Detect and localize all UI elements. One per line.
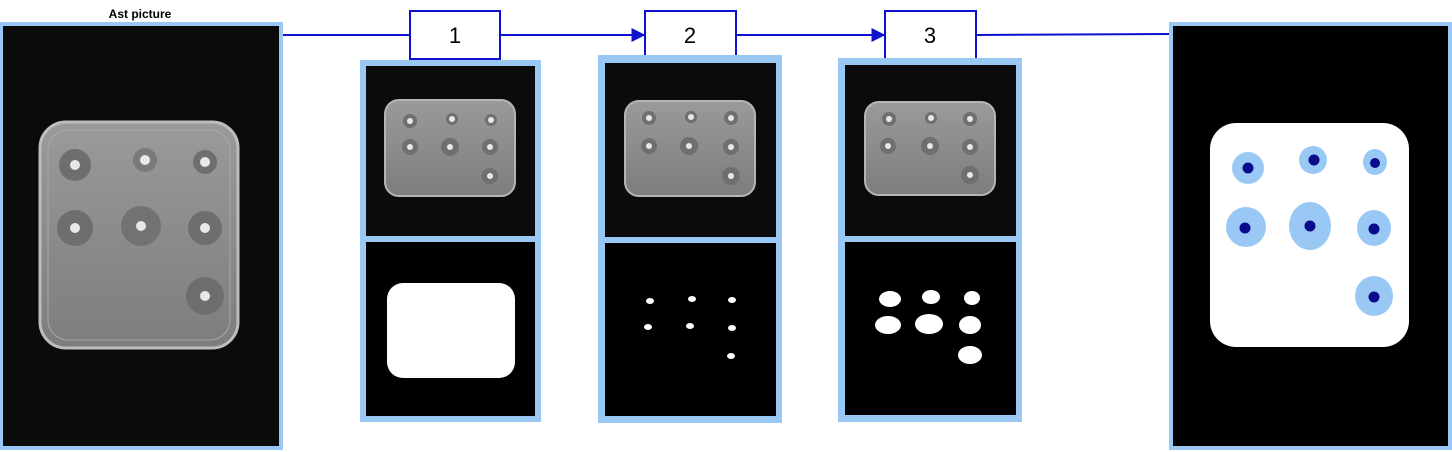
step-label-3: 3 <box>924 23 936 48</box>
step-box-3: 3 <box>884 10 977 60</box>
antibiotic-disks <box>57 148 224 315</box>
inhibition-zones <box>1226 146 1393 316</box>
step-label-2: 2 <box>684 23 696 48</box>
step-box-2: 2 <box>644 10 737 60</box>
connector-right <box>975 33 1171 36</box>
result-panel <box>1169 22 1452 450</box>
step-2-column <box>598 55 782 423</box>
step-2-disk-mask <box>605 243 776 416</box>
step-3-column <box>838 58 1022 422</box>
disk-centers <box>1239 154 1380 303</box>
step-label-1: 1 <box>449 23 461 48</box>
step-1-column <box>360 60 541 422</box>
original-picture-title: Ast picture <box>109 7 172 21</box>
step-box-1: 1 <box>409 10 501 60</box>
original-ast-photo <box>0 22 283 450</box>
